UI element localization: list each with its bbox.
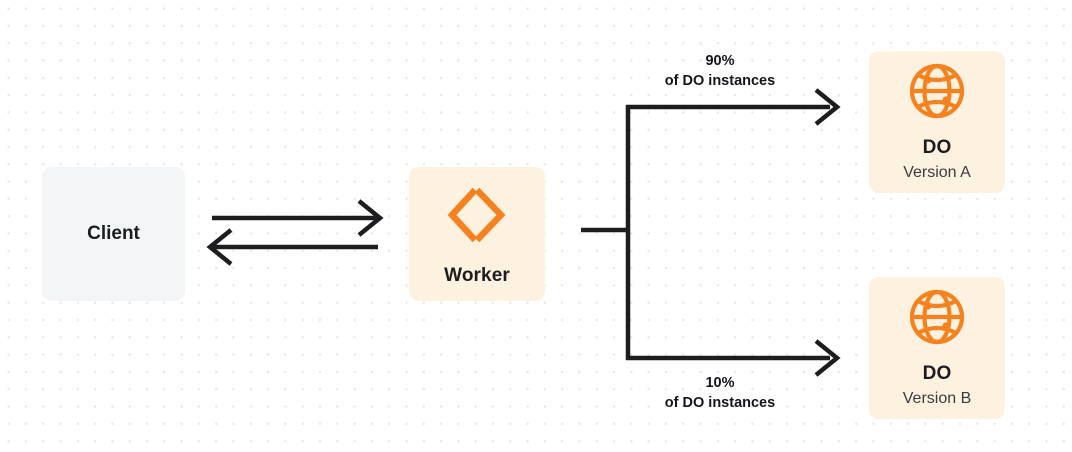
node-do-a-sublabel: Version A (903, 164, 971, 182)
globe-icon-do-a (908, 62, 966, 125)
cloudflare-workers-icon (446, 186, 508, 249)
arrow-right-icon-to-do-a (814, 88, 841, 126)
edge-label-do-a-caption: of DO instances (664, 72, 776, 89)
arrow-right-icon-to-do-b (814, 339, 841, 377)
edge-label-do-a: 90% of DO instances (600, 52, 840, 91)
arrow-left-icon-worker-to-client (206, 228, 233, 266)
node-do-version-a[interactable]: DO Version A (869, 51, 1005, 193)
node-worker-label: Worker (444, 265, 510, 287)
node-do-b-sublabel: Version B (902, 390, 972, 408)
globe-dot-1 (924, 301, 932, 310)
globe-dot-1 (924, 75, 932, 84)
node-do-a-label: DO (922, 136, 952, 158)
node-client-label: Client (87, 223, 140, 244)
edge-label-do-b-percent: 10% (705, 375, 735, 391)
node-do-version-b[interactable]: DO Version B (869, 277, 1005, 419)
edge-label-do-b: 10% of DO instances (600, 374, 840, 413)
globe-dot-2 (942, 321, 950, 330)
node-worker[interactable]: Worker (409, 167, 545, 301)
node-client[interactable]: Client (42, 167, 185, 301)
edge-label-do-a-percent: 90% (705, 53, 735, 69)
edge-label-do-b-caption: of DO instances (664, 394, 776, 411)
globe-dot-2 (942, 95, 950, 104)
arrow-right-icon-client-to-worker (357, 199, 384, 237)
node-do-b-label: DO (922, 362, 952, 384)
globe-icon-do-b (908, 288, 966, 351)
